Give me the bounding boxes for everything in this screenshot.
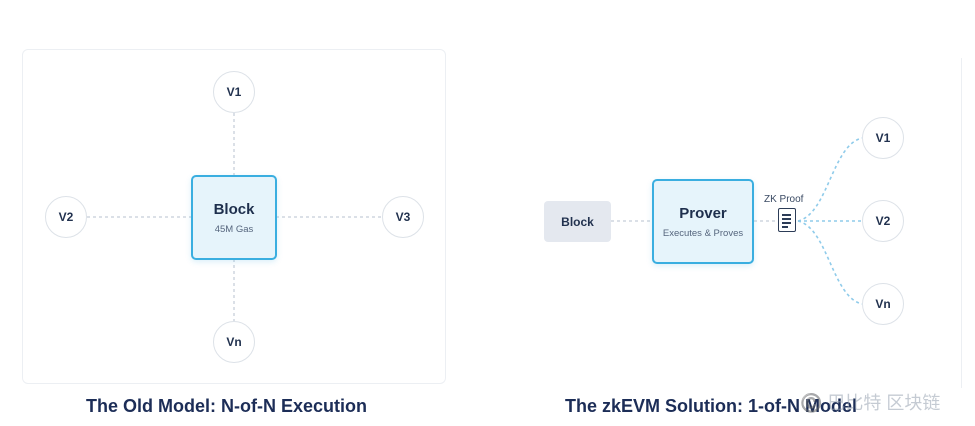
zk-proof-label: ZK Proof [764, 194, 804, 205]
validator-label: V2 [58, 210, 74, 224]
validator-label: V2 [875, 214, 891, 228]
validator-label: V3 [395, 210, 411, 224]
validator-label: Vn [226, 335, 242, 349]
input-block: Block [544, 201, 611, 242]
validator-label: Vn [875, 297, 891, 311]
connector-proof-vn [797, 220, 863, 305]
prover-title: Prover [679, 204, 727, 222]
zkevm-panel-edge [961, 58, 962, 388]
input-block-label: Block [561, 214, 594, 229]
validator-node-vn: Vn [213, 321, 255, 363]
old-model-caption: The Old Model: N-of-N Execution [86, 396, 367, 416]
zkevm-caption: The zkEVM Solution: 1-of-N Model [565, 396, 857, 416]
document-icon [778, 208, 796, 232]
prover-box: Prover Executes & Proves [652, 179, 754, 264]
block-gas-label: 45M Gas [214, 223, 254, 235]
validator-node-v2: V2 [45, 196, 87, 238]
validator-label: V1 [226, 85, 242, 99]
validator-node-v3: V3 [382, 196, 424, 238]
validator-node-v2: V2 [862, 200, 904, 242]
prover-subtitle: Executes & Proves [662, 227, 744, 239]
validator-label: V1 [875, 131, 891, 145]
validator-node-v1: V1 [213, 71, 255, 113]
connector-proof-v1 [797, 137, 863, 222]
block-box: Block 45M Gas [191, 175, 277, 260]
validator-node-v1: V1 [862, 117, 904, 159]
validator-node-vn: Vn [862, 283, 904, 325]
watermark: ©️ 巴比特 区块链 [800, 393, 941, 413]
block-title: Block [213, 200, 255, 218]
